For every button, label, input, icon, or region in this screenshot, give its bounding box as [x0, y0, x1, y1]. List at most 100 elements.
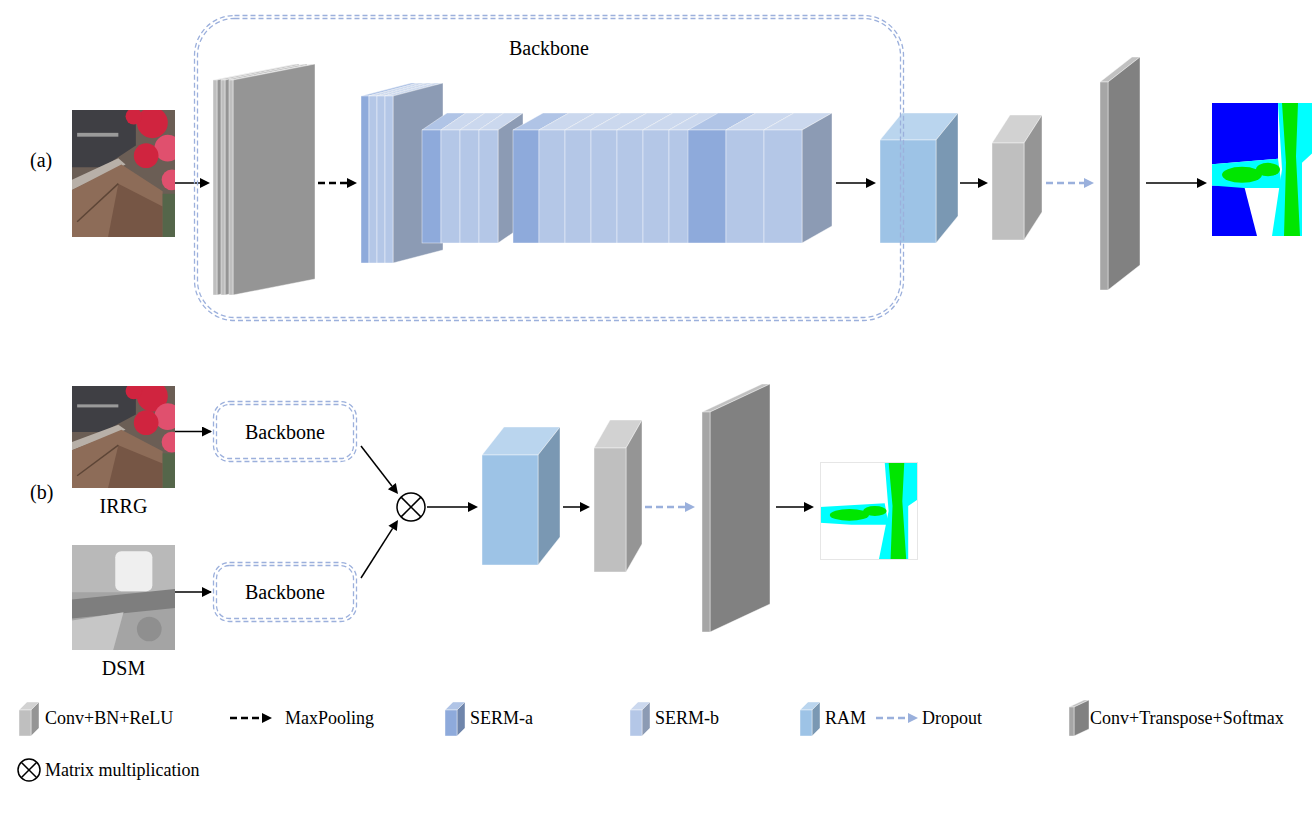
- flow-arrow-line: [361, 446, 392, 486]
- serm-a-front: [361, 96, 369, 263]
- green-region: [863, 506, 887, 516]
- flow-arrow-line: [1146, 182, 1197, 184]
- serm-b-front: [460, 130, 479, 243]
- red-tree: [126, 386, 142, 399]
- image-caption: DSM: [72, 656, 175, 680]
- green-region: [1222, 167, 1262, 183]
- maxpool-arrow-line: [318, 182, 347, 185]
- map-ground: [820, 462, 918, 560]
- red-tree: [162, 432, 175, 453]
- flow-arrow-head: [388, 483, 398, 494]
- multiply-circle: [18, 759, 40, 781]
- outer-dash: [214, 563, 357, 622]
- segmentation-map: [820, 462, 918, 560]
- map-border: [821, 463, 918, 560]
- serm-a-front: [422, 130, 441, 243]
- conv-layer-front: [213, 80, 217, 295]
- red-tree: [134, 143, 159, 168]
- legend-block-side: [457, 702, 465, 736]
- backbone-box: Backbone: [212, 561, 358, 623]
- brown-roof: [72, 165, 163, 237]
- legend-block-front: [630, 710, 642, 736]
- output-layer-front: [1100, 82, 1108, 290]
- legend-swatch: [797, 698, 823, 738]
- ram-block-side: [538, 427, 560, 565]
- dropout-arrow-line: [1046, 182, 1084, 185]
- flow-arrow-head: [804, 502, 814, 512]
- inner-dash: [217, 405, 354, 459]
- flow-arrow-head: [200, 178, 210, 188]
- roof-ridge: [77, 445, 118, 476]
- legend-text: Conv+BN+ReLU: [45, 707, 173, 729]
- outer-dash: [214, 402, 357, 462]
- legend-swatch: [442, 698, 468, 738]
- flow-arrow-head: [866, 178, 876, 188]
- network-a: [175, 57, 1207, 295]
- block-title: Backbone: [245, 420, 325, 444]
- blue-region: [1212, 103, 1278, 164]
- dashed-outline: [193, 14, 905, 322]
- flow-arrow-line: [175, 182, 200, 184]
- cyan-region: [820, 503, 889, 525]
- brown-roof-face: [108, 184, 163, 237]
- legend-text: Conv+Transpose+Softmax: [1090, 707, 1284, 729]
- legend-swatch: [874, 710, 920, 726]
- flow-arrow-head: [978, 178, 988, 188]
- roof-zone: [72, 612, 124, 650]
- ram-block-side: [936, 113, 958, 243]
- serm-b-front: [643, 130, 669, 243]
- backbone-group: Backbone: [193, 14, 905, 322]
- input-image: DSM: [72, 545, 175, 650]
- serm-b-side: [802, 113, 832, 243]
- legend-plate-front: [1069, 707, 1074, 736]
- map-ground: [1212, 103, 1312, 236]
- red-tree: [162, 170, 175, 191]
- legend-arrow-head: [908, 713, 918, 723]
- panel-label: (a): [30, 148, 52, 172]
- multiply-cross: [401, 497, 421, 517]
- dropout-arrow-head: [1084, 178, 1094, 188]
- high-building: [115, 551, 152, 591]
- conv-layer-side: [233, 64, 315, 295]
- legend-swatch: [228, 710, 274, 726]
- low-band: [72, 589, 175, 618]
- roof-ridge: [77, 184, 118, 222]
- flow-arrow-head: [468, 502, 478, 512]
- multiply-cross: [401, 497, 421, 517]
- flow-arrow-line: [776, 506, 804, 508]
- legend-swatch: [16, 698, 42, 738]
- serm-b-front: [591, 130, 617, 243]
- roof-line: [77, 133, 118, 137]
- block-title: Backbone: [509, 36, 589, 60]
- serm-b-front: [385, 96, 393, 263]
- serm-b-side: [591, 113, 621, 243]
- serm-a-front: [688, 130, 726, 243]
- serm-b-front: [726, 130, 764, 243]
- height-zone: [72, 545, 175, 592]
- legend-text: SERM-a: [470, 707, 533, 729]
- roof-line: [77, 404, 118, 407]
- inner-dash: [198, 19, 901, 318]
- red-tree: [134, 410, 159, 435]
- serm-b-front: [377, 96, 385, 263]
- legend-text: SERM-b: [655, 707, 719, 729]
- legend-arrow-line: [230, 717, 262, 720]
- dropout-arrow-head: [685, 502, 695, 512]
- serm-b-side: [617, 113, 647, 243]
- serm-b-front: [565, 130, 591, 243]
- serm-b-side: [565, 113, 595, 243]
- flow-arrow-line: [960, 182, 978, 184]
- output-layer-side: [710, 384, 770, 632]
- legend-block-front: [445, 710, 457, 736]
- flow-arrow-line: [361, 528, 393, 578]
- serm-b-side: [643, 113, 673, 243]
- legend-text: RAM: [825, 707, 866, 729]
- conv-layer-side: [626, 420, 642, 572]
- ram-block-front: [482, 455, 538, 565]
- legend-swatch: [627, 698, 653, 738]
- legend-block-front: [19, 710, 31, 736]
- aerial-image: [72, 386, 175, 488]
